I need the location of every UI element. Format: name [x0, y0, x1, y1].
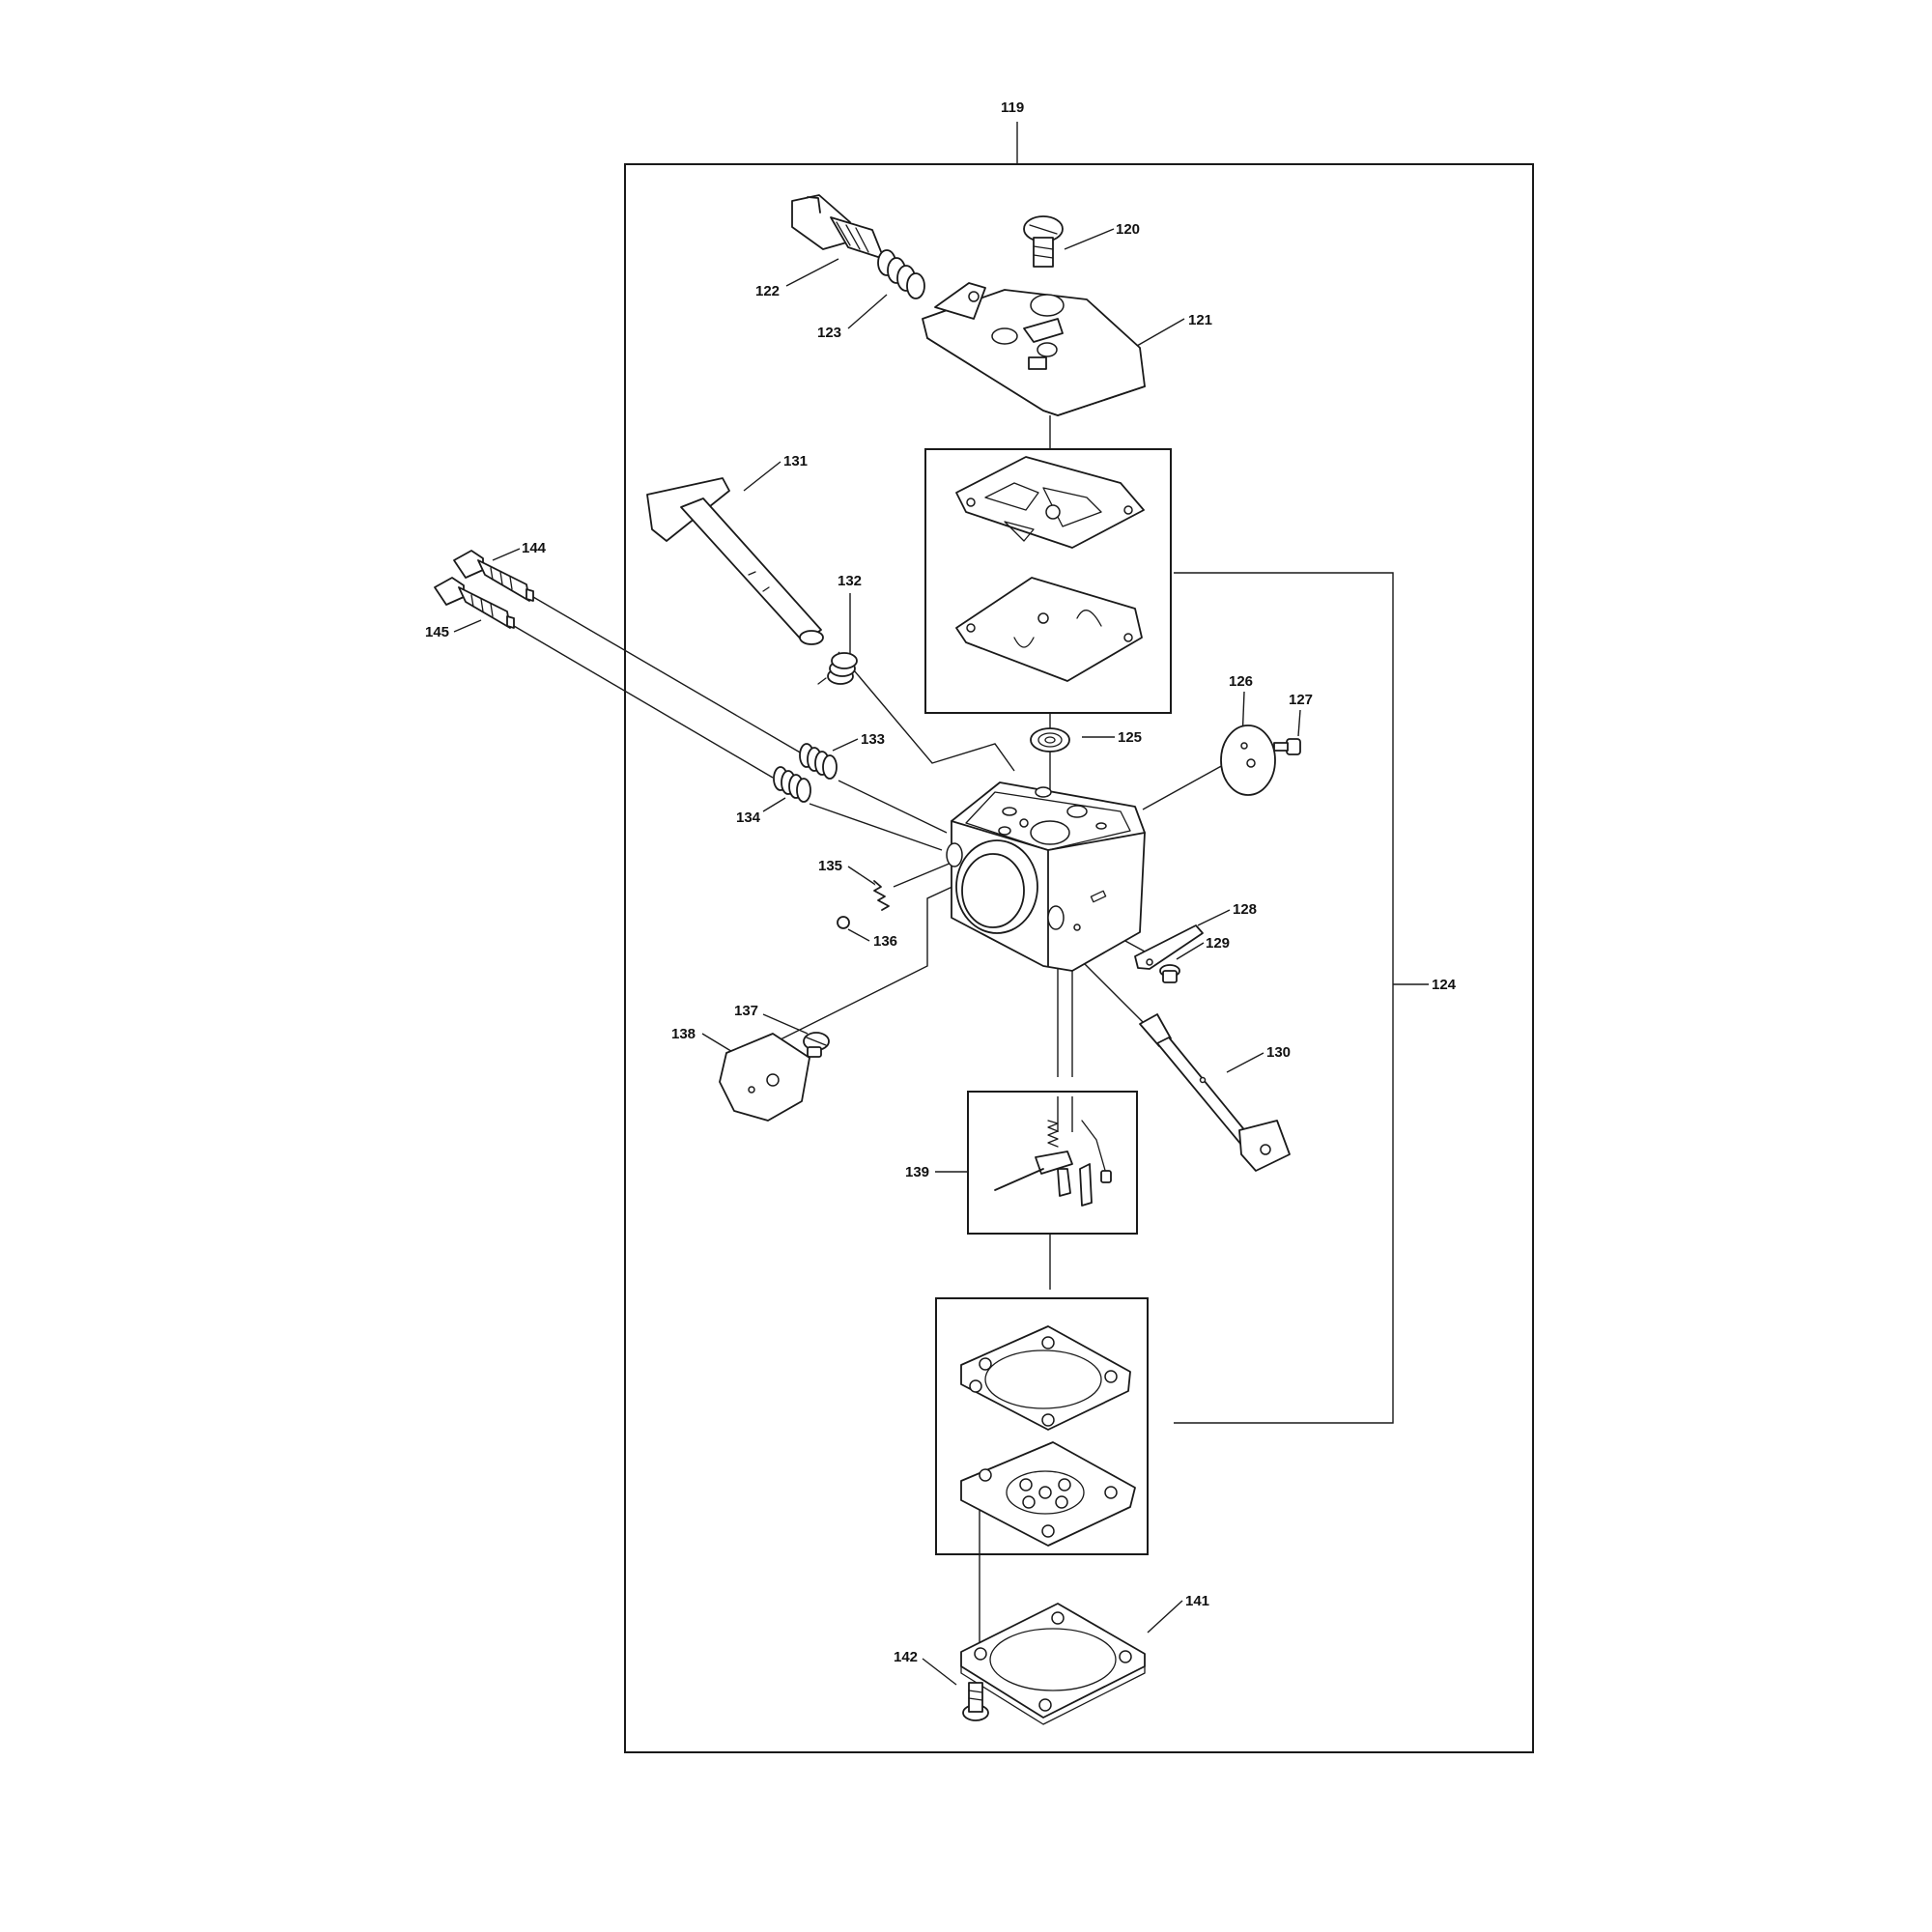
part-122-idle-screw[interactable]: [791, 194, 885, 260]
callout-119[interactable]: 119: [1001, 99, 1024, 116]
part-131-choke-shaft[interactable]: [646, 477, 824, 645]
part-123-spring[interactable]: [877, 249, 925, 299]
callout-142[interactable]: 142: [894, 1649, 918, 1665]
part-129-screw[interactable]: [1159, 964, 1180, 983]
callout-131[interactable]: 131: [783, 453, 808, 469]
lower-gasket-2[interactable]: [960, 1441, 1136, 1547]
upper-gasket-2[interactable]: [955, 577, 1143, 682]
callout-136[interactable]: 136: [873, 933, 897, 950]
part-132-spring[interactable]: [817, 652, 858, 685]
part-121-metering-cover[interactable]: [922, 282, 1146, 416]
pump-kit-box-lower: [935, 1297, 1149, 1555]
part-126-throttle-plate[interactable]: [1220, 724, 1276, 796]
part-135-spring[interactable]: [873, 880, 890, 911]
callout-145[interactable]: 145: [425, 624, 449, 640]
callout-121[interactable]: 121: [1188, 312, 1212, 328]
part-138-choke-plate[interactable]: [719, 1033, 810, 1122]
callout-129[interactable]: 129: [1206, 935, 1230, 952]
part-136-ball[interactable]: [837, 916, 850, 929]
part-125-filter-screen[interactable]: [1030, 727, 1070, 753]
callout-124[interactable]: 124: [1432, 977, 1457, 993]
part-141-pump-cover[interactable]: [960, 1603, 1146, 1725]
callout-126[interactable]: 126: [1229, 673, 1253, 690]
callout-128[interactable]: 128: [1233, 901, 1257, 918]
part-145-adjusting-needle[interactable]: [434, 577, 515, 629]
callout-135[interactable]: 135: [818, 858, 842, 874]
part-133-spring[interactable]: [799, 743, 838, 780]
callout-120[interactable]: 120: [1116, 221, 1140, 238]
callout-labels: 119 120 121 122 123 124 125 126 127 128 …: [425, 99, 1457, 1665]
callout-127[interactable]: 127: [1289, 692, 1313, 708]
carburetor-body[interactable]: [946, 781, 1146, 972]
callout-130[interactable]: 130: [1266, 1044, 1291, 1061]
part-139-inlet-needle-kit[interactable]: [994, 1120, 1112, 1207]
part-128-lever[interactable]: [1134, 924, 1204, 970]
part-127-screw[interactable]: [1273, 738, 1301, 755]
callout-139[interactable]: 139: [905, 1164, 929, 1180]
part-144-adjusting-needle[interactable]: [453, 550, 534, 602]
part-142-screw[interactable]: [962, 1682, 989, 1721]
callout-122[interactable]: 122: [755, 283, 780, 299]
part-120-screw[interactable]: [1023, 215, 1064, 268]
callout-133[interactable]: 133: [861, 731, 885, 748]
callout-141[interactable]: 141: [1185, 1593, 1209, 1609]
callout-137[interactable]: 137: [734, 1003, 758, 1019]
needle-valve-kit-box: [967, 1091, 1138, 1235]
leader-lines: [453, 122, 1429, 1686]
part-130-throttle-shaft[interactable]: [1139, 1013, 1291, 1172]
callout-138[interactable]: 138: [671, 1026, 696, 1042]
part-134-spring[interactable]: [773, 766, 811, 803]
callout-144[interactable]: 144: [522, 540, 547, 556]
upper-gasket-1[interactable]: [955, 456, 1145, 549]
callout-125[interactable]: 125: [1118, 729, 1142, 746]
gasket-kit-box-upper: [924, 448, 1172, 714]
assembly-frame: [624, 163, 1534, 1753]
part-137-screw[interactable]: [803, 1032, 830, 1058]
lower-gasket-1[interactable]: [960, 1325, 1131, 1431]
callout-123[interactable]: 123: [817, 325, 841, 341]
callout-134[interactable]: 134: [736, 810, 761, 826]
callout-132[interactable]: 132: [838, 573, 862, 589]
